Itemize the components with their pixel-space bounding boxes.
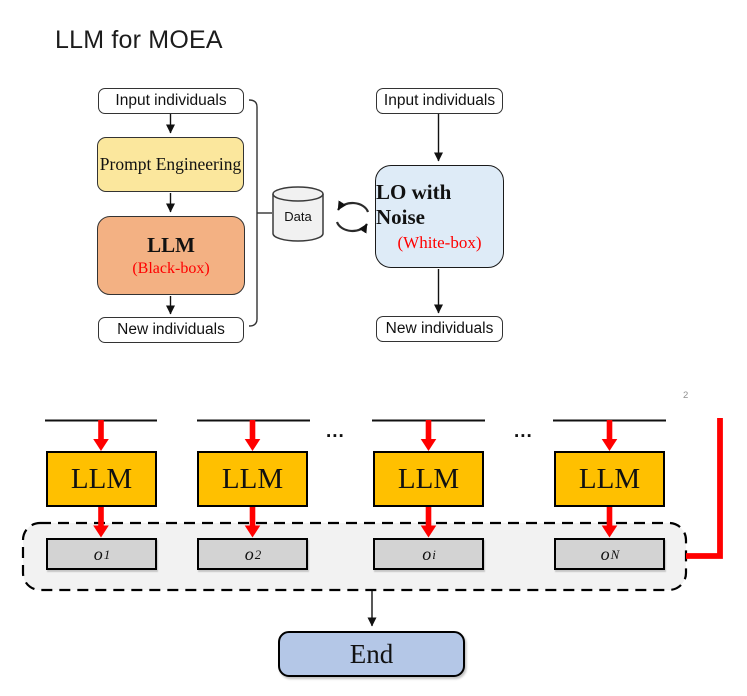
left-input-individuals-box: Input individuals [98, 88, 244, 114]
llm-blackbox-box: LLM (Black-box) [97, 216, 245, 295]
output-2-sup: 2 [254, 547, 262, 562]
output-1-base: o [93, 543, 103, 564]
red-output-arrows [93, 507, 618, 538]
output-4-sup: N [610, 547, 620, 562]
parallel-llm-box-4: LLM [554, 451, 665, 507]
llm-blackbox-label: LLM [147, 233, 195, 257]
prompt-engineering-box: Prompt Engineering [97, 137, 244, 192]
red-input-arrows [93, 420, 618, 451]
page-marker: 2 [683, 390, 689, 401]
output-3-base: o [422, 543, 432, 564]
bracket-connector [248, 99, 272, 327]
datastore-label: Data [284, 209, 312, 224]
feedback-connector-line [686, 418, 723, 559]
database-icon: Data [272, 186, 324, 242]
output-2-base: o [244, 543, 254, 564]
lo-with-noise-label: LO with Noise [376, 180, 452, 229]
right-new-individuals-box: New individuals [376, 316, 503, 342]
output-1-sup: 1 [103, 547, 111, 562]
lo-with-noise-box: LO with Noise (White-box) [375, 165, 504, 268]
llm-blackbox-sublabel: (Black-box) [132, 260, 210, 277]
parallel-llm-box-3: LLM [373, 451, 484, 507]
ellipsis-2: ... [514, 421, 533, 442]
end-box: End [278, 631, 465, 677]
right-input-individuals-box: Input individuals [376, 88, 503, 114]
ellipsis-1: ... [326, 421, 345, 442]
sync-arrows-icon [335, 200, 370, 234]
parallel-llm-box-1: LLM [46, 451, 157, 507]
left-new-individuals-box: New individuals [98, 317, 244, 343]
diagram-title: LLM for MOEA [55, 26, 223, 54]
lo-with-noise-sublabel: (White-box) [397, 233, 482, 252]
parallel-llm-box-2: LLM [197, 451, 308, 507]
output-3-sup: i [432, 547, 436, 562]
output-4-base: o [600, 543, 610, 564]
